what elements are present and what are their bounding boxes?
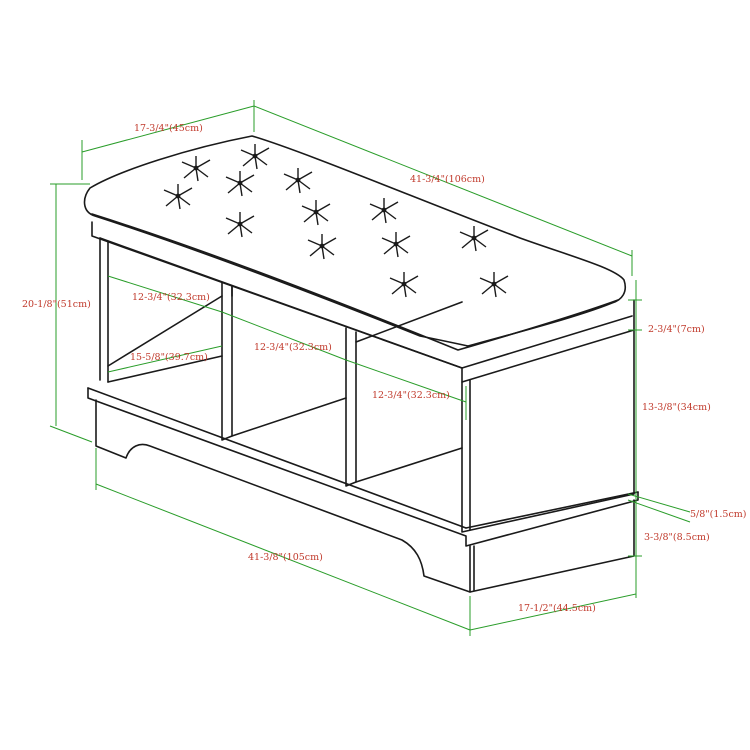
label-seat-length: 41-3/4"(106cm): [410, 174, 485, 185]
label-cushion-thickness: 2-3/4"(7cm): [648, 324, 705, 335]
tuft-button: [381, 232, 411, 258]
tuft-button: [240, 144, 270, 170]
seat-cushion: [83, 135, 627, 347]
divider-right: [345, 327, 357, 487]
label-base-height: 3-3/8"(8.5cm): [644, 532, 710, 543]
dimension-lines: [49, 100, 691, 636]
top-board-front: [91, 221, 635, 383]
bench-drawing: [83, 135, 639, 593]
label-cubby-depth: 15-5/8"(39.7cm): [130, 352, 208, 363]
label-cubby-width-2: 12-3/4"(32.3cm): [254, 342, 332, 353]
tuft-button: [225, 212, 255, 238]
tuft-button: [389, 272, 419, 298]
cushion-tufting: [163, 144, 509, 298]
right-end-panel: [461, 329, 635, 533]
label-cubby-height: 13-3/8"(34cm): [642, 402, 711, 413]
label-shelf-thickness: 5/8"(1.5cm): [690, 509, 747, 520]
bottom-shelf: [87, 387, 639, 547]
tuft-button: [479, 272, 509, 298]
label-seat-depth: 17-3/4"(45cm): [134, 123, 203, 134]
divider-left: [221, 281, 233, 441]
tuft-button: [307, 234, 337, 260]
tuft-button: [225, 171, 255, 197]
tuft-button: [163, 184, 193, 210]
tuft-button: [369, 198, 399, 224]
label-cubby-width-1: 12-3/4"(32.3cm): [132, 292, 210, 303]
cushion-bottom-edge: [91, 213, 619, 351]
tuft-button: [301, 200, 331, 226]
label-base-length: 41-3/8"(105cm): [248, 552, 323, 563]
dimension-labels: 17-3/4"(45cm) 41-3/4"(106cm) 20-1/8"(51c…: [22, 123, 747, 614]
tuft-button: [181, 156, 211, 182]
label-cubby-width-3: 12-3/4"(32.3cm): [372, 390, 450, 401]
tuft-button: [459, 226, 489, 252]
base-plinth: [95, 399, 471, 593]
tuft-button: [283, 168, 313, 194]
label-overall-height: 20-1/8"(51cm): [22, 299, 91, 310]
label-base-depth: 17-1/2"(44.5cm): [518, 603, 596, 614]
